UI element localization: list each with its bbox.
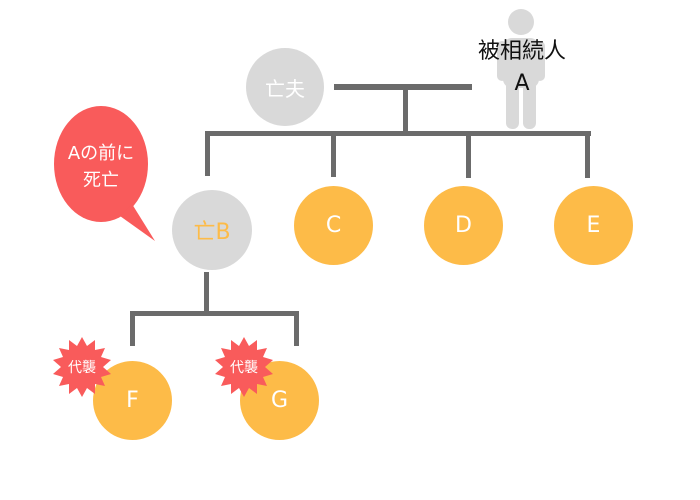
grandchildren-bar [130,311,299,316]
deceased-note: Aの前に 死亡 [52,140,150,194]
deceased-child-label: 亡B [193,220,231,245]
child-node-d: D [424,186,503,265]
child-node-e: E [554,186,633,265]
descent-line [403,84,408,134]
deceased-child-node: 亡B [172,190,252,270]
deceased-note-line1: Aの前に [67,143,135,164]
child-label-c: C [325,213,342,238]
spouse-label: 亡夫 [265,76,305,101]
grandchild-label-g: G [270,388,289,413]
substitution-badge-icon [53,337,111,397]
child-drop-d [466,131,471,178]
substitution-badge-f: 代襲 [68,360,96,376]
child-node-c: C [294,186,373,265]
child-drop-b [205,131,210,176]
speech-bubble [54,106,155,241]
decedent-label: 被相続人 A [462,36,582,100]
person-icon [497,9,545,129]
substitution-badge-g: 代襲 [230,360,258,376]
child-label-d: D [455,213,472,238]
grandchild-label-f: F [126,388,139,413]
substitution-badge-icon [215,337,273,397]
grandchild-drop-g [294,311,299,346]
children-bar [205,131,591,136]
spouse-node: 亡夫 [246,48,324,126]
decedent-title: 被相続人 [477,39,566,64]
child-drop-e [585,131,590,178]
grandchild-drop-f [130,311,135,346]
grandchild-descent-line [204,272,209,314]
child-drop-c [331,131,336,177]
decedent-name: A [514,70,530,96]
child-label-e: E [586,213,601,238]
deceased-note-line2: 死亡 [83,170,119,191]
